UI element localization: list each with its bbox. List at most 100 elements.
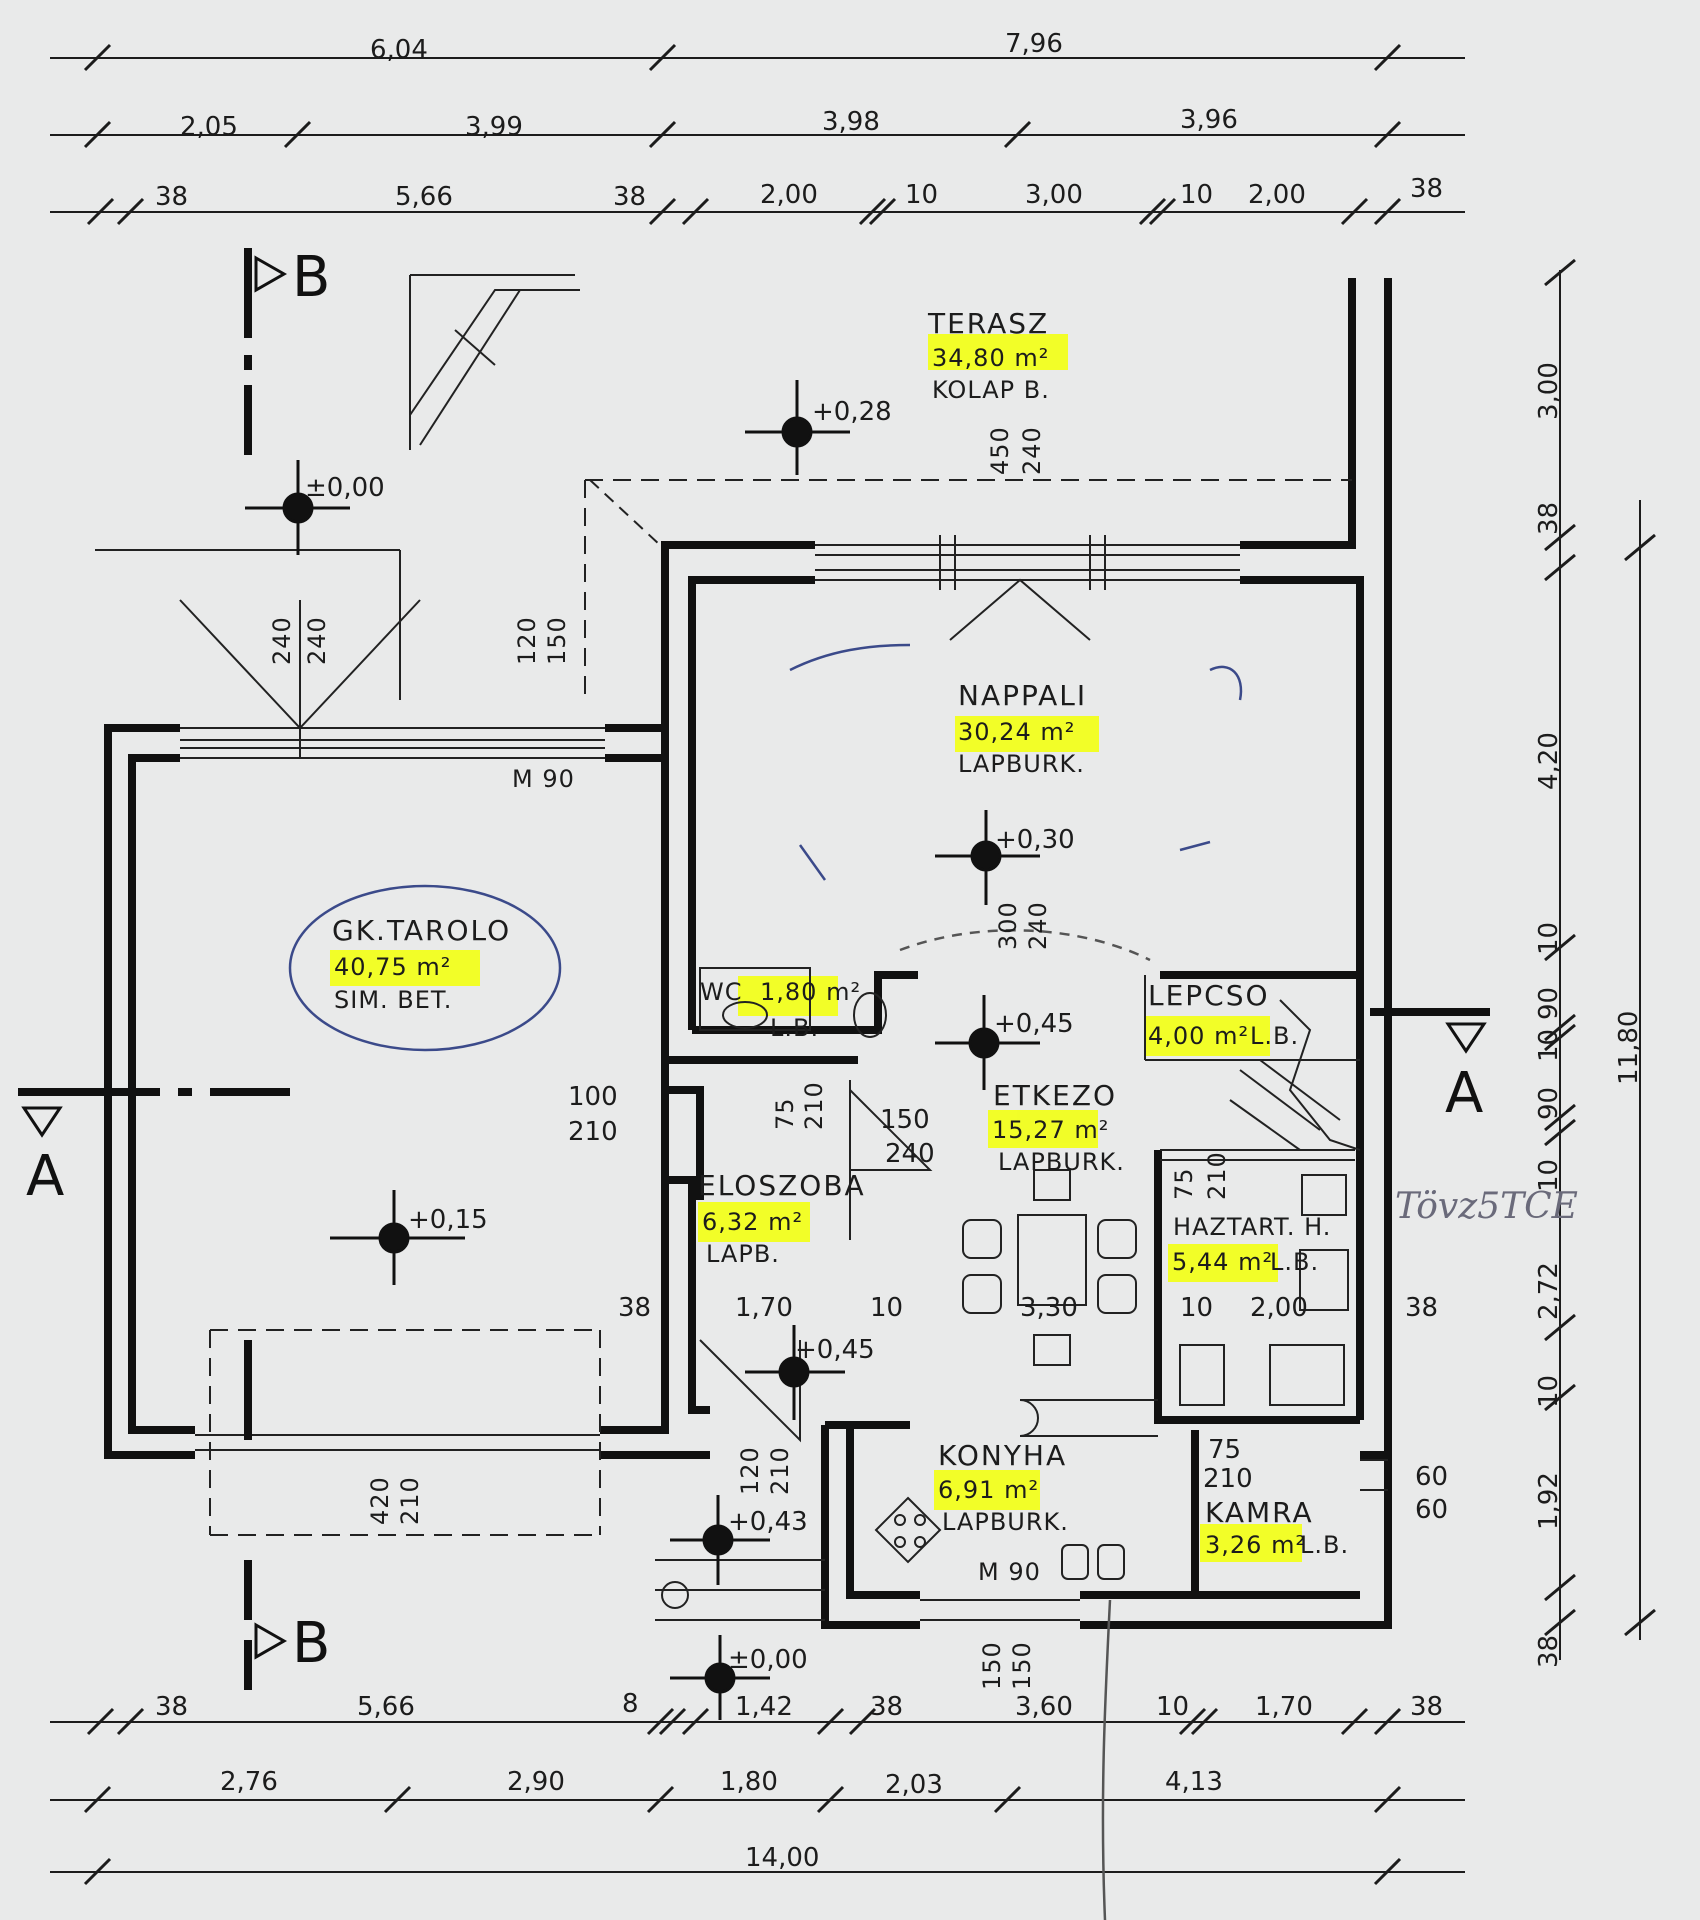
dim-label: 38 bbox=[155, 1692, 188, 1722]
dim-label: 38 bbox=[618, 1293, 651, 1323]
chair-icon bbox=[1097, 1274, 1137, 1314]
dim-label: 3,00 bbox=[1534, 362, 1564, 420]
dim-label: 90 bbox=[1534, 1087, 1564, 1120]
room-name-etkezo: ETKEZO bbox=[993, 1079, 1117, 1112]
chair-icon bbox=[962, 1219, 1002, 1259]
level-label: +0,15 bbox=[408, 1205, 488, 1235]
dim-label: 90 bbox=[1534, 987, 1564, 1020]
section-label: A bbox=[1445, 1061, 1483, 1126]
dim-label: 2,00 bbox=[1248, 180, 1306, 210]
dim-label: 2,00 bbox=[760, 180, 818, 210]
garage-circle-mark bbox=[288, 884, 562, 1052]
section-arrow-icon bbox=[254, 255, 288, 293]
room-floor-wc: L.B. bbox=[770, 1014, 819, 1042]
level-label: ±0,00 bbox=[305, 473, 385, 503]
level-label: +0,30 bbox=[995, 825, 1075, 855]
dim-label: 150 bbox=[880, 1105, 930, 1135]
section-arrow-icon bbox=[1445, 1022, 1487, 1054]
dim-label: 10 bbox=[1180, 1293, 1213, 1323]
dim-label: 3,60 bbox=[1015, 1692, 1073, 1722]
washer-icon bbox=[1269, 1344, 1345, 1406]
room-name-nappali: NAPPALI bbox=[958, 679, 1087, 712]
dim-label: 1,92 bbox=[1534, 1472, 1564, 1530]
room-name-garage: GK.TAROLO bbox=[332, 914, 511, 947]
dim-label: 75 bbox=[1208, 1435, 1241, 1465]
dim-label: 1,70 bbox=[735, 1293, 793, 1323]
dim-label: 38 bbox=[1405, 1293, 1438, 1323]
dim-label: 1,80 bbox=[720, 1767, 778, 1797]
room-area-etkezo: 15,27 m² bbox=[992, 1116, 1109, 1144]
dim-label: 75 bbox=[771, 1097, 799, 1130]
room-floor-lepcso: L.B. bbox=[1250, 1022, 1299, 1050]
level-label: +0,43 bbox=[728, 1507, 808, 1537]
dimension-lines bbox=[50, 43, 1656, 1886]
dim-label: 6,04 bbox=[370, 35, 428, 65]
handwritten-note: Tövz5TCE bbox=[1395, 1186, 1578, 1227]
pencil-marks bbox=[288, 643, 1243, 1920]
room-floor-garage: SIM. BET. bbox=[334, 986, 452, 1014]
dim-label: 38 bbox=[613, 182, 646, 212]
highlight-terasz bbox=[928, 334, 1068, 370]
dim-label: 120 bbox=[513, 616, 541, 665]
dim-label: 10 bbox=[1534, 1029, 1564, 1062]
room-area-terasz: 34,80 m² bbox=[932, 344, 1049, 372]
chair-icon bbox=[1033, 1169, 1071, 1201]
dim-label: 210 bbox=[800, 1081, 828, 1130]
section-label: A bbox=[26, 1144, 64, 1209]
room-name-terasz: TERASZ bbox=[927, 307, 1049, 340]
dim-label: 38 bbox=[1410, 174, 1443, 204]
dim-label: 10 bbox=[1534, 1159, 1564, 1192]
room-name-wc: WC bbox=[700, 978, 743, 1006]
dim-label: 3,00 bbox=[1025, 180, 1083, 210]
dim-label: 240 bbox=[1024, 901, 1052, 950]
dim-label: 14,00 bbox=[745, 1843, 819, 1873]
highlight-eloszoba bbox=[698, 1202, 810, 1242]
dim-label: 1,70 bbox=[1255, 1692, 1313, 1722]
room-area-garage: 40,75 m² bbox=[334, 953, 451, 981]
dining-table bbox=[1017, 1214, 1087, 1306]
dim-label: 10 bbox=[905, 180, 938, 210]
room-name-haztart: HAZTART. H. bbox=[1173, 1213, 1331, 1241]
section-arrow-icon bbox=[254, 1622, 288, 1660]
dim-label: 240 bbox=[885, 1139, 935, 1169]
dim-label: 4,20 bbox=[1534, 732, 1564, 790]
dim-label: 210 bbox=[1203, 1151, 1231, 1200]
sink-icon bbox=[853, 992, 887, 1038]
room-floor-etkezo: LAPBURK. bbox=[998, 1148, 1125, 1176]
dimension-labels: 6,04 7,96 2,05 3,99 3,98 3,96 38 5,66 38… bbox=[155, 29, 1443, 1873]
dim-label: 240 bbox=[268, 616, 296, 665]
dim-label: 7,96 bbox=[1005, 29, 1063, 59]
room-floor-eloszoba: LAPB. bbox=[706, 1240, 780, 1268]
level-label: +0,28 bbox=[812, 397, 892, 427]
highlight-wc bbox=[738, 976, 838, 1016]
section-markers bbox=[18, 248, 1490, 1690]
boiler-icon bbox=[1299, 1249, 1349, 1311]
dim-label: 210 bbox=[568, 1117, 618, 1147]
dim-label: 420 bbox=[366, 1476, 394, 1525]
dim-label: 60 bbox=[1415, 1462, 1448, 1492]
door-label: M 90 bbox=[512, 765, 575, 793]
wc-fixture bbox=[699, 967, 811, 1031]
dim-label: 10 bbox=[1180, 180, 1213, 210]
dim-label: 240 bbox=[1018, 426, 1046, 475]
door-label: M 90 bbox=[978, 1558, 1041, 1586]
highlight-etkezo bbox=[988, 1110, 1098, 1148]
dim-label: 2,76 bbox=[220, 1767, 278, 1797]
cooktop-icon bbox=[874, 1496, 942, 1564]
dim-label: 150 bbox=[543, 616, 571, 665]
openings-and-details bbox=[95, 274, 1388, 1621]
dim-label: 38 bbox=[1534, 1635, 1564, 1668]
highlight-lepcso bbox=[1144, 1016, 1270, 1056]
room-area-lepcso: 4,00 m² bbox=[1148, 1022, 1249, 1050]
chair-icon bbox=[1033, 1334, 1071, 1366]
dim-label: 3,96 bbox=[1180, 105, 1238, 135]
dim-label: 3,30 bbox=[1020, 1293, 1078, 1323]
dim-label: 300 bbox=[994, 901, 1022, 950]
appliance-icon bbox=[1301, 1174, 1347, 1216]
dim-label: 3,99 bbox=[465, 112, 523, 142]
dim-label: 2,90 bbox=[507, 1767, 565, 1797]
room-labels: TERASZ 34,80 m² KOLAP B. NAPPALI 30,24 m… bbox=[332, 307, 1348, 1559]
dim-label: 38 bbox=[1534, 502, 1564, 535]
level-label: ±0,00 bbox=[728, 1645, 808, 1675]
dim-label: 100 bbox=[568, 1082, 618, 1112]
